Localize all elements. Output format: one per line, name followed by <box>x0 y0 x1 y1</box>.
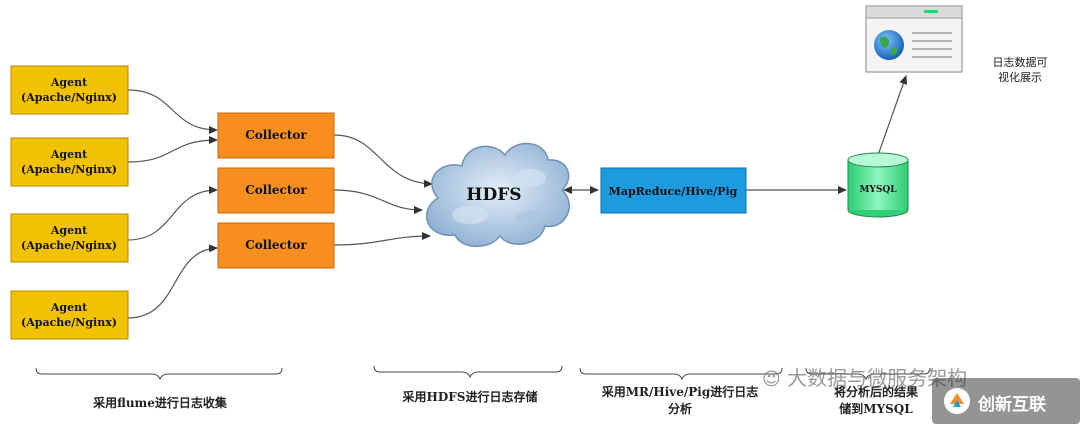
hdfs-label: HDFS <box>466 185 521 205</box>
collector-node: Collector <box>217 112 335 159</box>
phase-export-line1: 将分析后的结果 <box>833 385 918 399</box>
visualization-caption-line1: 日志数据可 <box>992 56 1048 69</box>
agent-sublabel: (Apache/Nginx) <box>21 91 117 104</box>
phase-export-label: 将分析后的结果 储到MYSQL <box>816 384 936 418</box>
logo-icon <box>944 388 970 414</box>
mysql-label: MYSQL <box>859 185 897 195</box>
agent-node: Agent (Apache/Nginx) <box>10 137 129 187</box>
phase-analyze-line2: 分析 <box>667 402 692 416</box>
visualization-caption: 日志数据可 视化展示 <box>980 55 1060 85</box>
processing-label: MapReduce/Hive/Pig <box>609 185 738 198</box>
logo-label: 创新互联 <box>978 395 1046 415</box>
connector-collector3-hdfs <box>333 232 431 246</box>
connector-mysql-visualization <box>876 75 908 159</box>
phase-store-label: 采用HDFS进行日志存储 <box>402 390 538 404</box>
phase-export-line2: 储到MYSQL <box>839 402 913 416</box>
brace-store <box>373 365 563 379</box>
collector-label: Collector <box>245 238 307 252</box>
agent-node: Agent (Apache/Nginx) <box>10 290 129 340</box>
agent-connectors <box>127 75 908 319</box>
globe-icon <box>874 30 904 60</box>
processing-node: MapReduce/Hive/Pig <box>600 167 747 214</box>
hdfs-cloud: HDFS <box>425 142 570 248</box>
agents-group: Agent(Apache/Nginx)Agent(Apache/Nginx)Ag… <box>10 65 129 340</box>
wechat-icon: ☺ <box>762 369 781 390</box>
collector-label: Collector <box>245 183 307 197</box>
agent-label: Agent <box>50 224 88 237</box>
connector-agent3-collector2 <box>127 186 218 241</box>
agent-sublabel: (Apache/Nginx) <box>21 239 117 252</box>
collector-node: Collector <box>217 222 335 269</box>
collector-label: Collector <box>245 128 307 142</box>
phase-analyze-label: 采用MR/Hive/Pig进行日志 分析 <box>580 384 780 418</box>
phase-collect-label: 采用flume进行日志收集 <box>93 396 227 410</box>
agent-label: Agent <box>50 148 88 161</box>
connector-agent2-collector1 <box>127 136 218 163</box>
agent-sublabel: (Apache/Nginx) <box>21 163 117 176</box>
agent-node: Agent (Apache/Nginx) <box>10 213 129 263</box>
connector-collector2-hdfs <box>333 189 423 214</box>
mysql-database: MYSQL <box>847 152 909 218</box>
phase-braces <box>35 365 931 381</box>
visualization-caption-line2: 视化展示 <box>998 71 1042 84</box>
connector-agent4-collector3 <box>127 244 218 319</box>
agent-label: Agent <box>50 76 88 89</box>
agent-label: Agent <box>50 301 88 314</box>
connector-collector1-hdfs <box>333 134 433 188</box>
collector-node: Collector <box>217 167 335 214</box>
brace-analyze <box>579 367 783 381</box>
visualization-window <box>865 5 963 73</box>
agent-sublabel: (Apache/Nginx) <box>21 316 117 329</box>
brace-collect <box>35 367 283 381</box>
brace-export <box>805 367 931 381</box>
phase-analyze-line1: 采用MR/Hive/Pig进行日志 <box>601 385 759 399</box>
connector-agent1-collector1 <box>127 89 218 134</box>
agent-node: Agent (Apache/Nginx) <box>10 65 129 115</box>
